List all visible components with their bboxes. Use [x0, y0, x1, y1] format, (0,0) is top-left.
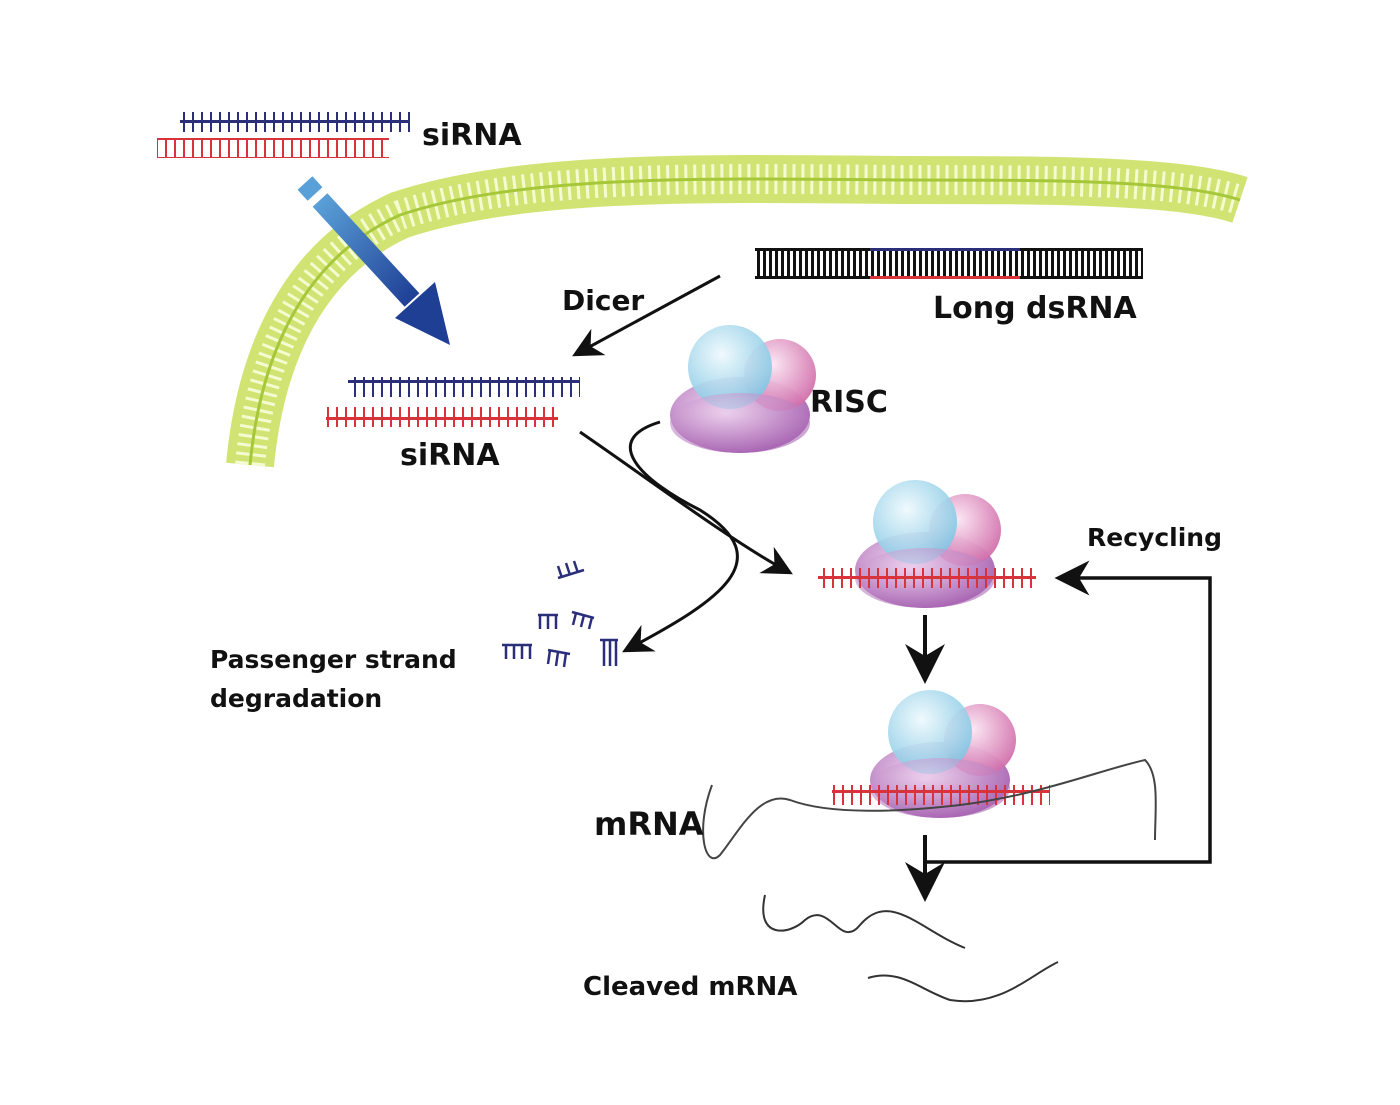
dicer-arrow: [572, 274, 721, 357]
sirna-duplex-mid: [326, 377, 580, 427]
passenger-fragments: [502, 560, 618, 668]
risc-complex: [670, 325, 816, 453]
activated-risc: [855, 480, 1001, 608]
label-risc: RISC: [810, 385, 888, 420]
label-sirna-top: siRNA: [422, 118, 522, 153]
label-sirna-mid: siRNA: [400, 438, 500, 473]
cleaved-mrna-fragment-2: [867, 961, 1059, 1003]
label-mrna: mRNA: [594, 805, 704, 843]
cell-membrane: [226, 155, 1248, 468]
long-dsrna: [755, 248, 1143, 279]
mrna-strand: [702, 758, 1157, 860]
label-long-dsrna: Long dsRNA: [933, 291, 1138, 326]
cleaved-mrna-fragment-1: [762, 894, 966, 949]
guide-strand-loaded: [818, 568, 1036, 588]
passenger-arrow: [622, 420, 739, 653]
label-passenger-line1: Passenger strand: [210, 645, 457, 674]
sirna-duplex-top: [157, 112, 410, 158]
entry-arrow: [297, 176, 450, 345]
label-passenger-line2: degradation: [210, 684, 382, 713]
label-dicer: Dicer: [562, 284, 644, 317]
label-recycling: Recycling: [1087, 523, 1222, 552]
recycling-arrow: [925, 560, 1212, 864]
loading-arrow: [579, 430, 793, 575]
label-cleaved-mrna: Cleaved mRNA: [583, 972, 797, 1002]
